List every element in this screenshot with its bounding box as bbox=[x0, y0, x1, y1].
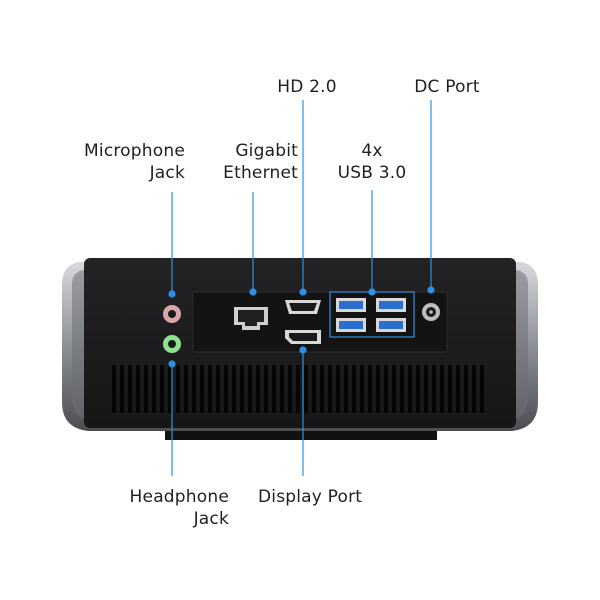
microphone-callout-dot bbox=[168, 290, 176, 298]
vent-grille bbox=[112, 365, 484, 413]
usb-port bbox=[336, 298, 366, 312]
vent-slot bbox=[416, 365, 420, 413]
vent-slot bbox=[304, 365, 308, 413]
headphone-label: Headphone Jack bbox=[90, 486, 229, 530]
vent-slot bbox=[392, 365, 396, 413]
vent-slot bbox=[168, 365, 172, 413]
vent-slot bbox=[192, 365, 196, 413]
ethernet-label-line1: Gigabit bbox=[235, 141, 298, 161]
displayport-port bbox=[285, 330, 321, 344]
vent-slot bbox=[200, 365, 204, 413]
vent-slot bbox=[432, 365, 436, 413]
headphone-label-line1: Headphone bbox=[129, 487, 229, 507]
vent-slot bbox=[280, 365, 284, 413]
vent-slot bbox=[472, 365, 476, 413]
vent-slot bbox=[296, 365, 300, 413]
vent-slot bbox=[344, 365, 348, 413]
vent-slot bbox=[128, 365, 132, 413]
dc-callout-dot bbox=[427, 286, 435, 294]
ethernet-port bbox=[234, 307, 268, 330]
vent-slot bbox=[408, 365, 412, 413]
display-port-label: Display Port bbox=[258, 487, 363, 507]
vent-slot bbox=[160, 365, 164, 413]
vent-slot bbox=[240, 365, 244, 413]
vent-slot bbox=[424, 365, 428, 413]
vent-slot bbox=[256, 365, 260, 413]
headphone-callout-dot bbox=[168, 360, 176, 368]
hdmi-port bbox=[285, 300, 321, 314]
vent-slot bbox=[208, 365, 212, 413]
microphone-label: Microphone Jack bbox=[40, 140, 185, 184]
vent-slot bbox=[352, 365, 356, 413]
usb-label-line2: USB 3.0 bbox=[337, 163, 407, 183]
vent-slot bbox=[456, 365, 460, 413]
vent-slot bbox=[464, 365, 468, 413]
vent-slot bbox=[232, 365, 236, 413]
ethernet-callout-dot bbox=[249, 288, 257, 296]
vent-slot bbox=[272, 365, 276, 413]
vent-slot bbox=[336, 365, 340, 413]
usb-port bbox=[376, 318, 406, 332]
microphone-jack bbox=[163, 305, 181, 323]
usb-port bbox=[376, 298, 406, 312]
vent-slot bbox=[448, 365, 452, 413]
vent-slot bbox=[144, 365, 148, 413]
vent-slot bbox=[312, 365, 316, 413]
vent-slot bbox=[224, 365, 228, 413]
usb-port bbox=[336, 318, 366, 332]
callout-lines bbox=[168, 100, 435, 476]
vent-slot bbox=[248, 365, 252, 413]
vent-slot bbox=[400, 365, 404, 413]
display-port-callout-dot bbox=[299, 346, 307, 354]
vent-slot bbox=[152, 365, 156, 413]
dc-port-label: DC Port bbox=[414, 77, 480, 97]
microphone-label-line1: Microphone bbox=[84, 141, 185, 161]
vent-slot bbox=[288, 365, 292, 413]
vent-slot bbox=[112, 365, 116, 413]
vent-slot bbox=[480, 365, 484, 413]
headphone-jack bbox=[163, 335, 181, 353]
vent-slot bbox=[264, 365, 268, 413]
headphone-label-line2: Jack bbox=[193, 509, 229, 529]
vent-slot bbox=[360, 365, 364, 413]
vent-slot bbox=[384, 365, 388, 413]
vent-slot bbox=[320, 365, 324, 413]
vent-slot bbox=[376, 365, 380, 413]
ethernet-label-line2: Ethernet bbox=[223, 163, 298, 183]
vent-slot bbox=[216, 365, 220, 413]
vent-slot bbox=[184, 365, 188, 413]
vent-slot bbox=[328, 365, 332, 413]
vent-slot bbox=[120, 365, 124, 413]
usb-label: 4x USB 3.0 bbox=[322, 140, 422, 184]
vent-slot bbox=[176, 365, 180, 413]
vent-slot bbox=[440, 365, 444, 413]
hd-label: HD 2.0 bbox=[277, 77, 337, 97]
ethernet-label: Gigabit Ethernet bbox=[200, 140, 298, 184]
vent-slot bbox=[136, 365, 140, 413]
vent-slot bbox=[368, 365, 372, 413]
usb-callout-dot bbox=[368, 288, 376, 296]
dc-port bbox=[422, 303, 440, 321]
usb-label-line1: 4x bbox=[361, 141, 383, 161]
microphone-label-line2: Jack bbox=[149, 163, 185, 183]
hd-callout-dot bbox=[299, 288, 307, 296]
